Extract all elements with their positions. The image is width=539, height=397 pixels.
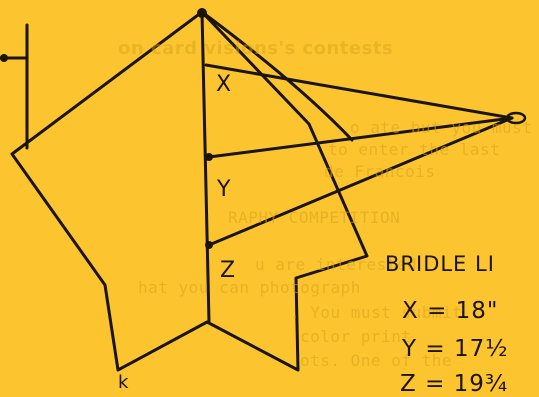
kite-spine: [200, 10, 211, 324]
nose-point: [197, 8, 207, 18]
bridle-note-y: Y = 17½: [402, 336, 509, 362]
label-bottom-left: k: [118, 372, 130, 393]
bleed-through-headline: on card visions's contests: [118, 38, 394, 59]
bridle-line-z: [207, 116, 514, 247]
label-z: Z: [220, 258, 237, 283]
bleed-through-line: o ate but you must: [350, 118, 533, 137]
bleed-through-line: to enter the last: [328, 140, 501, 159]
label-x: X: [216, 72, 233, 97]
bridle-note-x: X = 18": [402, 298, 499, 324]
bridle-note-z: Z = 19¾: [400, 371, 509, 397]
bridle-line-x: [204, 63, 514, 120]
bleed-through-line: . You must submit: [290, 303, 463, 322]
bleed-through-line: u are interested: [255, 255, 418, 274]
bridle-notes-title: BRIDLE LI: [385, 252, 495, 276]
bridle-upper-curve: [200, 10, 354, 142]
bleed-through-line: RAPHY COMPETITION: [228, 208, 401, 227]
bleed-through-line: de Francois: [324, 162, 436, 181]
left-tick-point: [0, 54, 8, 62]
towing-ring: [505, 111, 527, 125]
bleed-through-line: color print: [300, 327, 412, 346]
bridle-line-y: [207, 116, 514, 159]
label-y: Y: [217, 177, 232, 202]
attachment-point-y: [205, 153, 213, 161]
attachment-point-z: [205, 241, 213, 249]
bleed-through-line: ots. One of the: [300, 351, 452, 370]
bleed-through-line: hat you can photograph: [138, 278, 361, 297]
